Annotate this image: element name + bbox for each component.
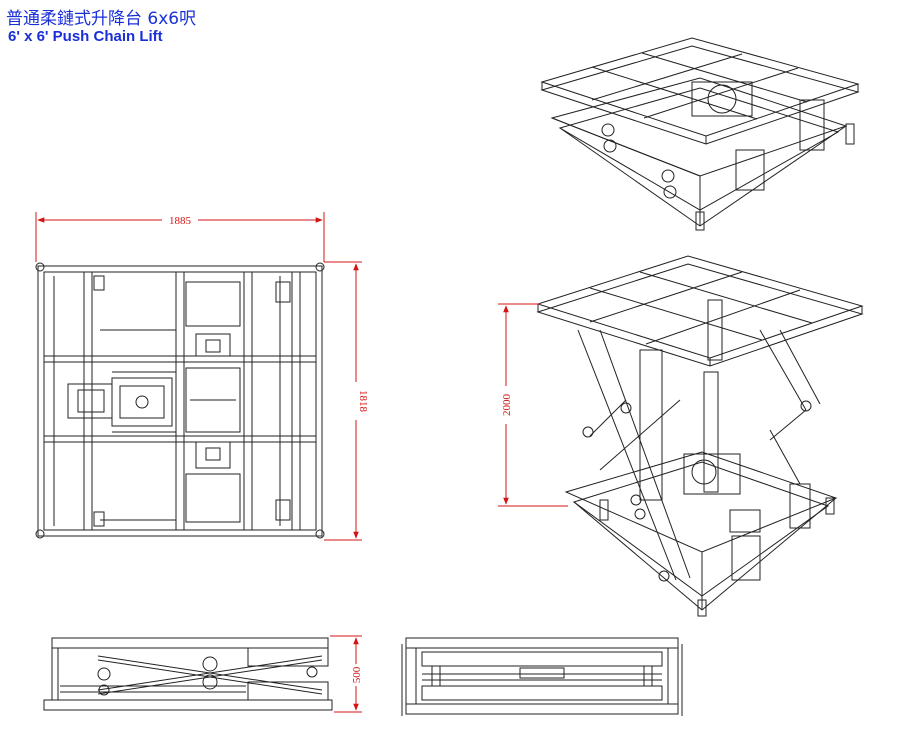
front-view [401,637,683,716]
depth-label: 1818 [357,390,369,413]
width-dimension [35,212,325,262]
lowered-height-dimension [330,635,362,713]
raised-height-dimension [498,303,568,507]
drawing-title-english: 6' x 6' Push Chain Lift [8,28,163,45]
width-label: 1885 [169,215,192,227]
depth-dimension [324,261,362,541]
drawing-title-chinese: 普通柔鏈式升降台 6x6呎 [6,9,197,29]
raised-height-label: 2000 [501,394,513,417]
top-view [35,262,325,539]
lowered-height-label: 500 [351,666,363,683]
side-view [43,637,333,711]
isometric-view-lowered [540,37,860,231]
isometric-view-raised [536,255,864,617]
